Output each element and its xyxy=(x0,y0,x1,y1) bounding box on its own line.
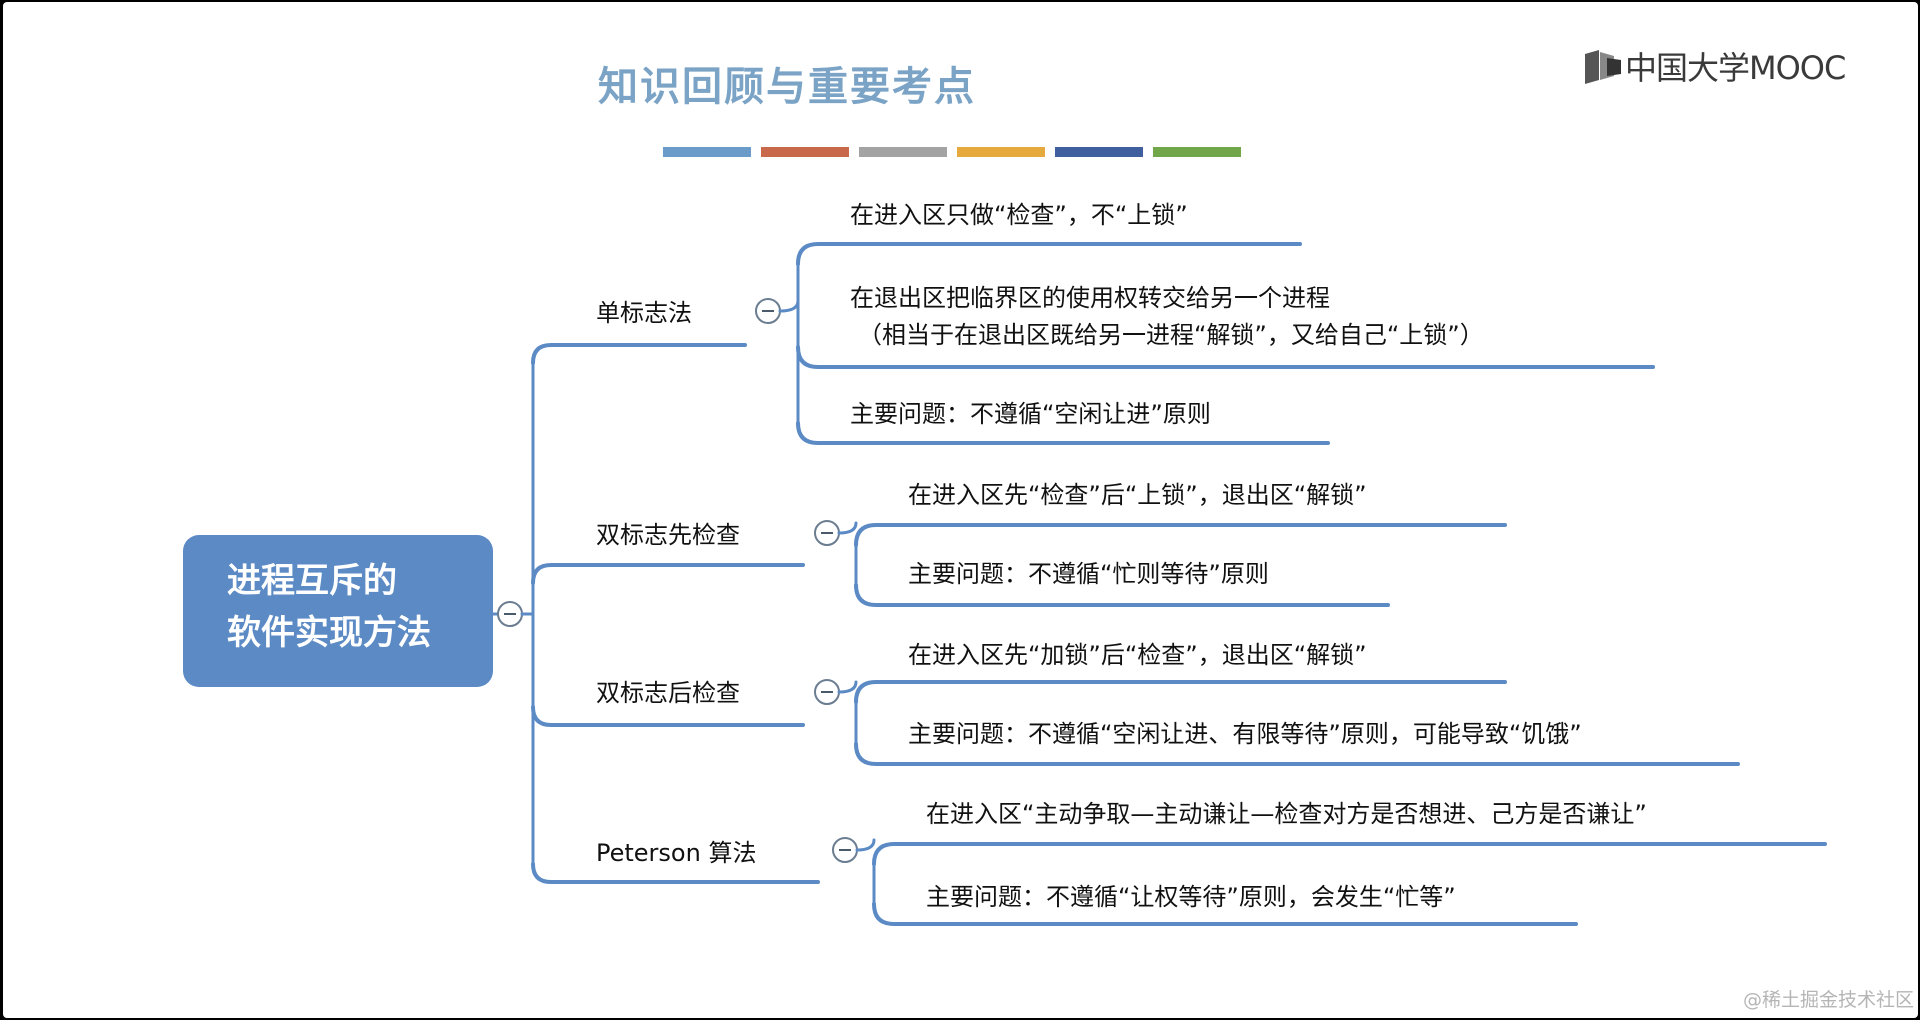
branch-4-collapse-icon[interactable] xyxy=(832,837,858,863)
color-bar-6 xyxy=(1153,147,1241,157)
branch-3-collapse-icon[interactable] xyxy=(814,679,840,705)
branch-1-hub-link xyxy=(778,299,800,313)
branch-3-item-1-line xyxy=(854,680,1507,704)
title-color-bars xyxy=(663,147,1241,157)
color-bar-2 xyxy=(761,147,849,157)
branch-4-item-2-line xyxy=(872,902,1578,926)
branch-1-label: 单标志法 xyxy=(596,299,692,327)
color-bar-5 xyxy=(1055,147,1143,157)
color-bar-3 xyxy=(859,147,947,157)
branch-4-line xyxy=(531,862,820,884)
root-node-line1: 进程互斥的 xyxy=(227,561,397,601)
branch-2-collapse-icon[interactable] xyxy=(814,520,840,546)
branch-1-item-3-text: 主要问题：不遵循“空闲让进”原则 xyxy=(850,400,1211,428)
branch-2-item-2-line xyxy=(854,583,1390,607)
branch-2-item-1-text: 在进入区先“检查”后“上锁”，退出区“解锁” xyxy=(908,481,1367,509)
mindmap-connectors xyxy=(491,242,1827,926)
branch-4-item-1-text: 在进入区“主动争取—主动谦让—检查对方是否想进、己方是否谦让” xyxy=(926,800,1647,828)
branch-2-item-1-line xyxy=(854,523,1507,547)
branch-1-item-2-text: 在退出区把临界区的使用权转交给另一个进程 xyxy=(850,284,1330,312)
slide: 知识回顾与重要考点 中国大学MOOC 进程互斥的 软件实现方法 单标志法在进入区… xyxy=(3,2,1918,1018)
branch-2-line xyxy=(531,563,805,585)
watermark: @稀土掘金技术社区 xyxy=(1742,989,1914,1011)
branch-4-item-1-line xyxy=(872,842,1827,866)
mooc-logo: 中国大学MOOC xyxy=(1583,44,1846,88)
branch-3-item-1-text: 在进入区先“加锁”后“检查”，退出区“解锁” xyxy=(908,641,1367,669)
branch-3-item-2-line xyxy=(854,742,1740,766)
slide-title: 知识回顾与重要考点 xyxy=(598,63,976,110)
branch-4-label: Peterson 算法 xyxy=(596,839,757,867)
logo-text: 中国大学MOOC xyxy=(1625,49,1846,87)
branch-3-line xyxy=(531,705,805,727)
branch-4-hub-link xyxy=(855,838,876,852)
branch-2-label: 双标志先检查 xyxy=(596,521,740,549)
branch-1-line xyxy=(531,343,747,365)
branch-3-hub-link xyxy=(837,680,858,694)
branch-1-item-1-line xyxy=(796,242,1302,266)
root-node: 进程互斥的 软件实现方法 xyxy=(183,535,493,687)
color-bar-1 xyxy=(663,147,751,157)
branch-1-collapse-icon[interactable] xyxy=(755,298,781,324)
branch-1-item-2-text2: （相当于在退出区既给另一进程“解锁”，又给自己“上锁”） xyxy=(858,321,1484,349)
branch-1-item-3-line xyxy=(796,421,1330,445)
root-collapse-icon[interactable] xyxy=(497,601,523,627)
mooc-logo-icon xyxy=(1585,50,1621,84)
branch-3-item-2-text: 主要问题：不遵循“空闲让进、有限等待”原则，可能导致“饥饿” xyxy=(908,720,1582,748)
branch-3-label: 双标志后检查 xyxy=(596,679,740,707)
color-bar-4 xyxy=(957,147,1045,157)
root-node-line2: 软件实现方法 xyxy=(227,613,431,653)
branch-2-item-2-text: 主要问题：不遵循“忙则等待”原则 xyxy=(908,560,1269,588)
branch-1-item-1-text: 在进入区只做“检查”，不“上锁” xyxy=(850,201,1188,229)
branch-2-hub-link xyxy=(837,521,858,535)
branch-4-item-2-text: 主要问题：不遵循“让权等待”原则，会发生“忙等” xyxy=(926,883,1456,911)
branch-1-item-2-line xyxy=(796,345,1655,369)
